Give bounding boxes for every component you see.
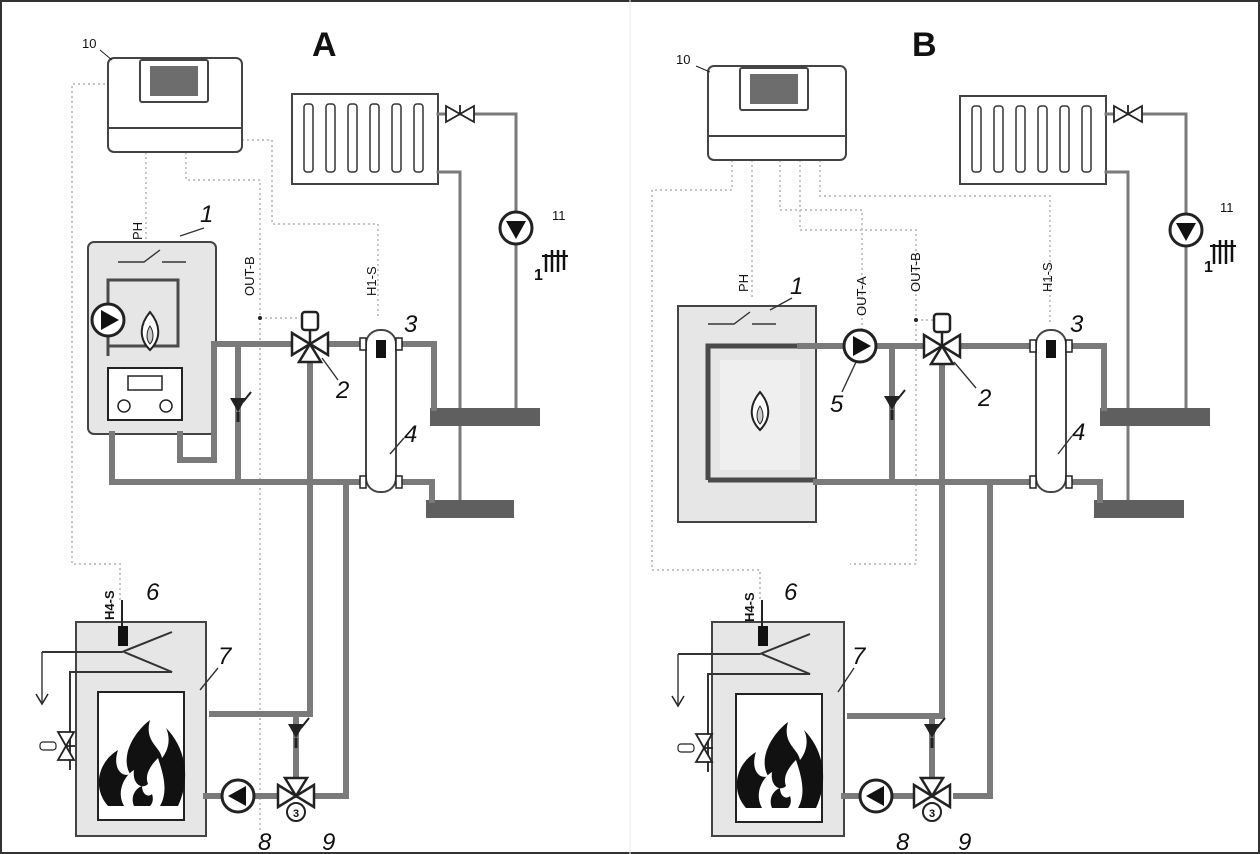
wire-b-outa	[779, 160, 863, 336]
label-a-thermo: 9	[322, 829, 335, 854]
label-b-controller: 10	[676, 52, 690, 67]
label-b-valve: 2	[977, 385, 991, 412]
label-b-boiler: 1	[790, 273, 803, 300]
signal-a-outb: OUT-B	[242, 256, 257, 296]
manifold-a-lower	[426, 500, 514, 518]
signal-b-outa: OUT-A	[854, 276, 869, 316]
pipe-b-return-manifold	[1061, 479, 1103, 503]
pump-b-solid-icon	[858, 778, 894, 814]
manifold-b-upper	[1100, 408, 1210, 426]
pipe-b-solid-return	[953, 479, 993, 799]
label-a-heating-pump: 11	[552, 208, 566, 223]
pipe-b-radiator-return	[1104, 170, 1130, 502]
label-a-boiler: 1	[200, 201, 213, 228]
signal-a-h1s: H1-S	[364, 266, 379, 296]
valve-a-radiator	[445, 104, 475, 123]
pump-a-heating-icon	[498, 210, 534, 246]
label-b-tank-sensor: 6	[784, 579, 798, 606]
label-b-heating-circuit: 1	[1204, 259, 1213, 276]
radiator-b	[959, 95, 1107, 185]
valve-b-radiator	[1113, 104, 1143, 123]
wire-b-h1s	[819, 160, 1051, 322]
controller-b: 10	[676, 52, 847, 161]
manifold-b-lower	[1094, 500, 1184, 518]
pipe-a-radiator-supply	[436, 112, 518, 214]
wire-b-outb	[799, 160, 917, 565]
heating-circuit-a-icon	[542, 250, 568, 272]
signal-b-ph: PH	[736, 274, 751, 292]
pipe-a-return	[109, 431, 373, 485]
panel-b-title: B	[912, 26, 937, 64]
controller-a: 10	[82, 36, 243, 153]
separator-a	[359, 329, 403, 493]
pipe-a-return-manifold	[393, 479, 435, 503]
label-b-pump: 8	[896, 829, 910, 854]
boiler-a	[87, 241, 217, 435]
signal-b-h1s: H1-S	[1040, 262, 1055, 292]
separator-b	[1029, 329, 1073, 493]
controller-a-display	[150, 66, 198, 96]
label-b-separator: 4	[1072, 419, 1085, 446]
wire-a-h4s	[71, 83, 121, 600]
pump-a-solid-icon	[220, 778, 256, 814]
sensor-a-h1s	[376, 340, 386, 358]
label-b-thermo: 9	[958, 829, 971, 854]
signal-b-h4s: H4-S	[742, 592, 757, 622]
label-a-sensor: 3	[404, 311, 418, 338]
valve-b-thermo	[912, 776, 952, 823]
sensor-b-h4s	[758, 626, 768, 646]
label-a-valve: 2	[335, 377, 349, 404]
signal-a-h4s: H4-S	[102, 590, 117, 620]
signal-b-outb: OUT-B	[908, 252, 923, 292]
sensor-a-h4s	[118, 626, 128, 646]
pipe-b-radiator-supply	[1104, 112, 1188, 214]
pipe-b-solid-flow	[847, 361, 945, 719]
label-a-heating-circuit: 1	[534, 267, 543, 284]
heating-circuit-b-icon	[1210, 240, 1236, 264]
label-a-tank-sensor: 6	[146, 579, 160, 606]
solid-boiler-a	[35, 621, 207, 837]
pipe-a-solid-flow	[209, 357, 313, 717]
panel-a: A 10 11 1	[35, 26, 568, 854]
pipe-a-boiler-flow	[177, 341, 217, 463]
label-b-solid-boiler: 7	[852, 643, 867, 670]
panel-a-title: A	[312, 26, 337, 64]
label-a-separator: 4	[404, 421, 417, 448]
valve-b-mixing	[922, 312, 962, 366]
controller-b-display	[750, 74, 798, 104]
pipe-a-solid-return	[315, 479, 349, 799]
pipe-a-to-manifold	[393, 341, 437, 411]
solid-boiler-b	[671, 621, 845, 837]
label-b-sensor: 3	[1070, 311, 1084, 338]
radiator-a	[291, 93, 439, 185]
manifold-a-upper	[430, 408, 540, 426]
wire-a-outb	[185, 152, 261, 830]
sensor-b-h1s	[1046, 340, 1056, 358]
boiler-b	[677, 305, 817, 523]
valve-a-mixing	[290, 310, 330, 364]
label-b-heating-pump: 11	[1220, 200, 1234, 215]
pipe-b-to-manifold	[1061, 343, 1107, 411]
label-a-solid-boiler: 7	[218, 643, 233, 670]
pump-b-boiler-icon	[842, 328, 878, 364]
label-b-boiler-pump: 5	[830, 391, 844, 418]
wire-b-h4s	[651, 160, 761, 600]
signal-a-ph: PH	[130, 222, 145, 240]
wire-a-h1s	[242, 139, 379, 318]
pipe-a-radiator-return	[436, 170, 462, 502]
valve-a-thermo	[276, 776, 316, 823]
label-a-controller: 10	[82, 36, 96, 51]
label-a-pump: 8	[258, 829, 272, 854]
panel-b: B 10 11 1	[651, 26, 1236, 854]
pump-b-heating-icon	[1168, 212, 1204, 248]
